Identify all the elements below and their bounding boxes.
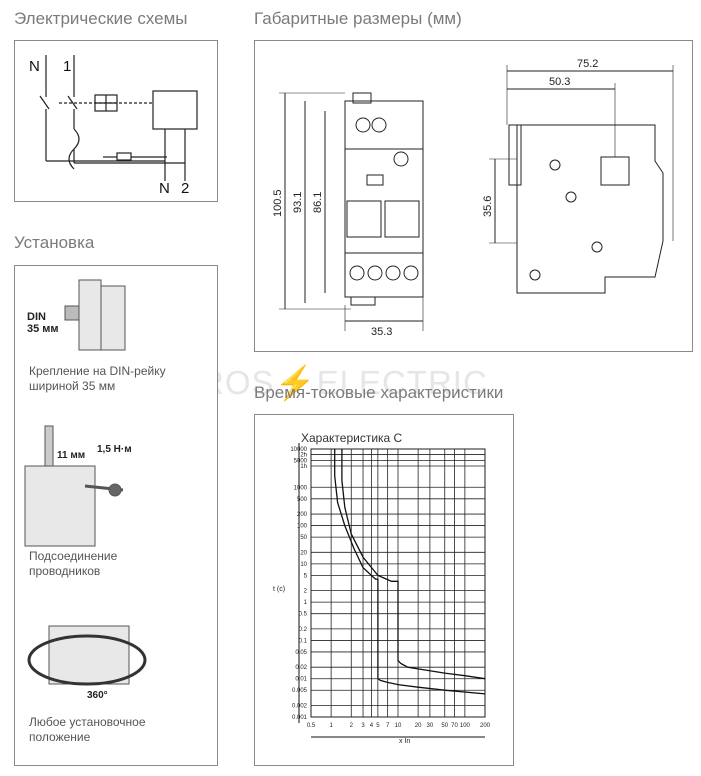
section-title-install: Установка xyxy=(14,233,95,252)
dimension-drawing: 100.5 93.1 86.1 35.3 75.2 50.3 35.6 xyxy=(272,58,674,338)
y-tick-label: 1 xyxy=(304,600,308,606)
x-tick-label: 5 xyxy=(376,723,380,729)
x-tick-label: 20 xyxy=(415,723,422,729)
y-tick-label: 1000 xyxy=(294,485,308,491)
y-tick-label: 200 xyxy=(297,512,308,518)
x-tick-label: 70 xyxy=(451,723,458,729)
y-tick-label: 2h xyxy=(300,452,307,458)
y-tick-label: 0.001 xyxy=(292,715,308,721)
y-tick-label: 0.1 xyxy=(299,638,308,644)
x-tick-label: 50 xyxy=(441,723,448,729)
y-tick-label: 2 xyxy=(304,589,308,595)
y-tick-label: 5000 xyxy=(294,459,308,465)
time-current-chart: t (с) x In 0.512345710203050701002001000… xyxy=(273,443,491,745)
x-tick-label: 3 xyxy=(361,723,365,729)
dim-width-front: 35.3 xyxy=(371,326,392,338)
watermark: ROS⚡ELECTRIC xyxy=(200,364,488,401)
x-tick-label: 7 xyxy=(386,723,390,729)
x-axis-label: x In xyxy=(399,738,410,745)
dim-side-height: 35.6 xyxy=(482,196,494,217)
x-tick-label: 30 xyxy=(427,723,434,729)
curve-line-2 xyxy=(341,449,486,680)
y-tick-label: 0.05 xyxy=(295,650,307,656)
section-title-dimensions: Габаритные размеры (мм) xyxy=(254,9,462,28)
dim-depth-mid: 50.3 xyxy=(549,76,570,88)
dim-height-mid: 93.1 xyxy=(292,192,304,213)
x-tick-label: 2 xyxy=(350,723,354,729)
x-tick-label: 200 xyxy=(480,723,491,729)
y-tick-label: 0.002 xyxy=(292,703,308,709)
scheme-bottom-left: N xyxy=(159,180,170,197)
y-tick-label: 0.5 xyxy=(299,612,308,618)
scheme-bottom-right: 2 xyxy=(181,180,189,197)
section-title-curves: Время-токовые характеристики xyxy=(254,383,504,402)
y-tick-label: 0.2 xyxy=(299,627,308,633)
y-tick-label: 0.005 xyxy=(292,688,308,694)
y-tick-label: 5 xyxy=(304,573,308,579)
y-tick-label: 0.02 xyxy=(295,665,307,671)
dim-depth-total: 75.2 xyxy=(577,58,598,70)
y-tick-label: 20 xyxy=(300,550,307,556)
chart-title: Характеристика C xyxy=(301,431,403,445)
y-axis-label: t (с) xyxy=(273,586,285,593)
dimensions-panel: 100.5 93.1 86.1 35.3 75.2 50.3 35.6 xyxy=(254,40,693,352)
torque-value: 1,5 Н·м xyxy=(97,444,132,455)
din-caption: Крепление на DIN-рейку шириной 35 мм xyxy=(29,364,166,393)
y-tick-label: 10 xyxy=(300,562,307,568)
dim-height-total: 100.5 xyxy=(272,189,284,217)
wiring-caption: Подсоединение проводников xyxy=(29,549,118,578)
scheme-top-left: N xyxy=(29,58,40,75)
scheme-top-right: 1 xyxy=(63,58,71,75)
y-tick-label: 1h xyxy=(300,464,307,470)
y-tick-label: 500 xyxy=(297,497,308,503)
wiring-diagram: N 1 N 2 xyxy=(29,55,198,197)
wiring-scheme-panel: N 1 N 2 xyxy=(14,40,218,202)
y-tick-label: 0.01 xyxy=(295,677,307,683)
x-tick-label: 10 xyxy=(395,723,402,729)
x-tick-label: 4 xyxy=(370,723,374,729)
y-tick-label: 100 xyxy=(297,524,308,530)
dim-height-inner: 86.1 xyxy=(312,192,324,213)
rotation-angle: 360° xyxy=(87,690,108,701)
curve-line-1 xyxy=(334,449,486,695)
strip-length: 11 мм xyxy=(57,450,85,461)
position-caption: Любое установочное положение xyxy=(29,715,146,744)
x-tick-label: 1 xyxy=(329,723,333,729)
x-tick-label: 100 xyxy=(460,723,471,729)
y-tick-label: 50 xyxy=(300,535,307,541)
x-tick-label: 0.5 xyxy=(307,723,316,729)
section-title-schemes: Электрические схемы xyxy=(14,9,188,28)
